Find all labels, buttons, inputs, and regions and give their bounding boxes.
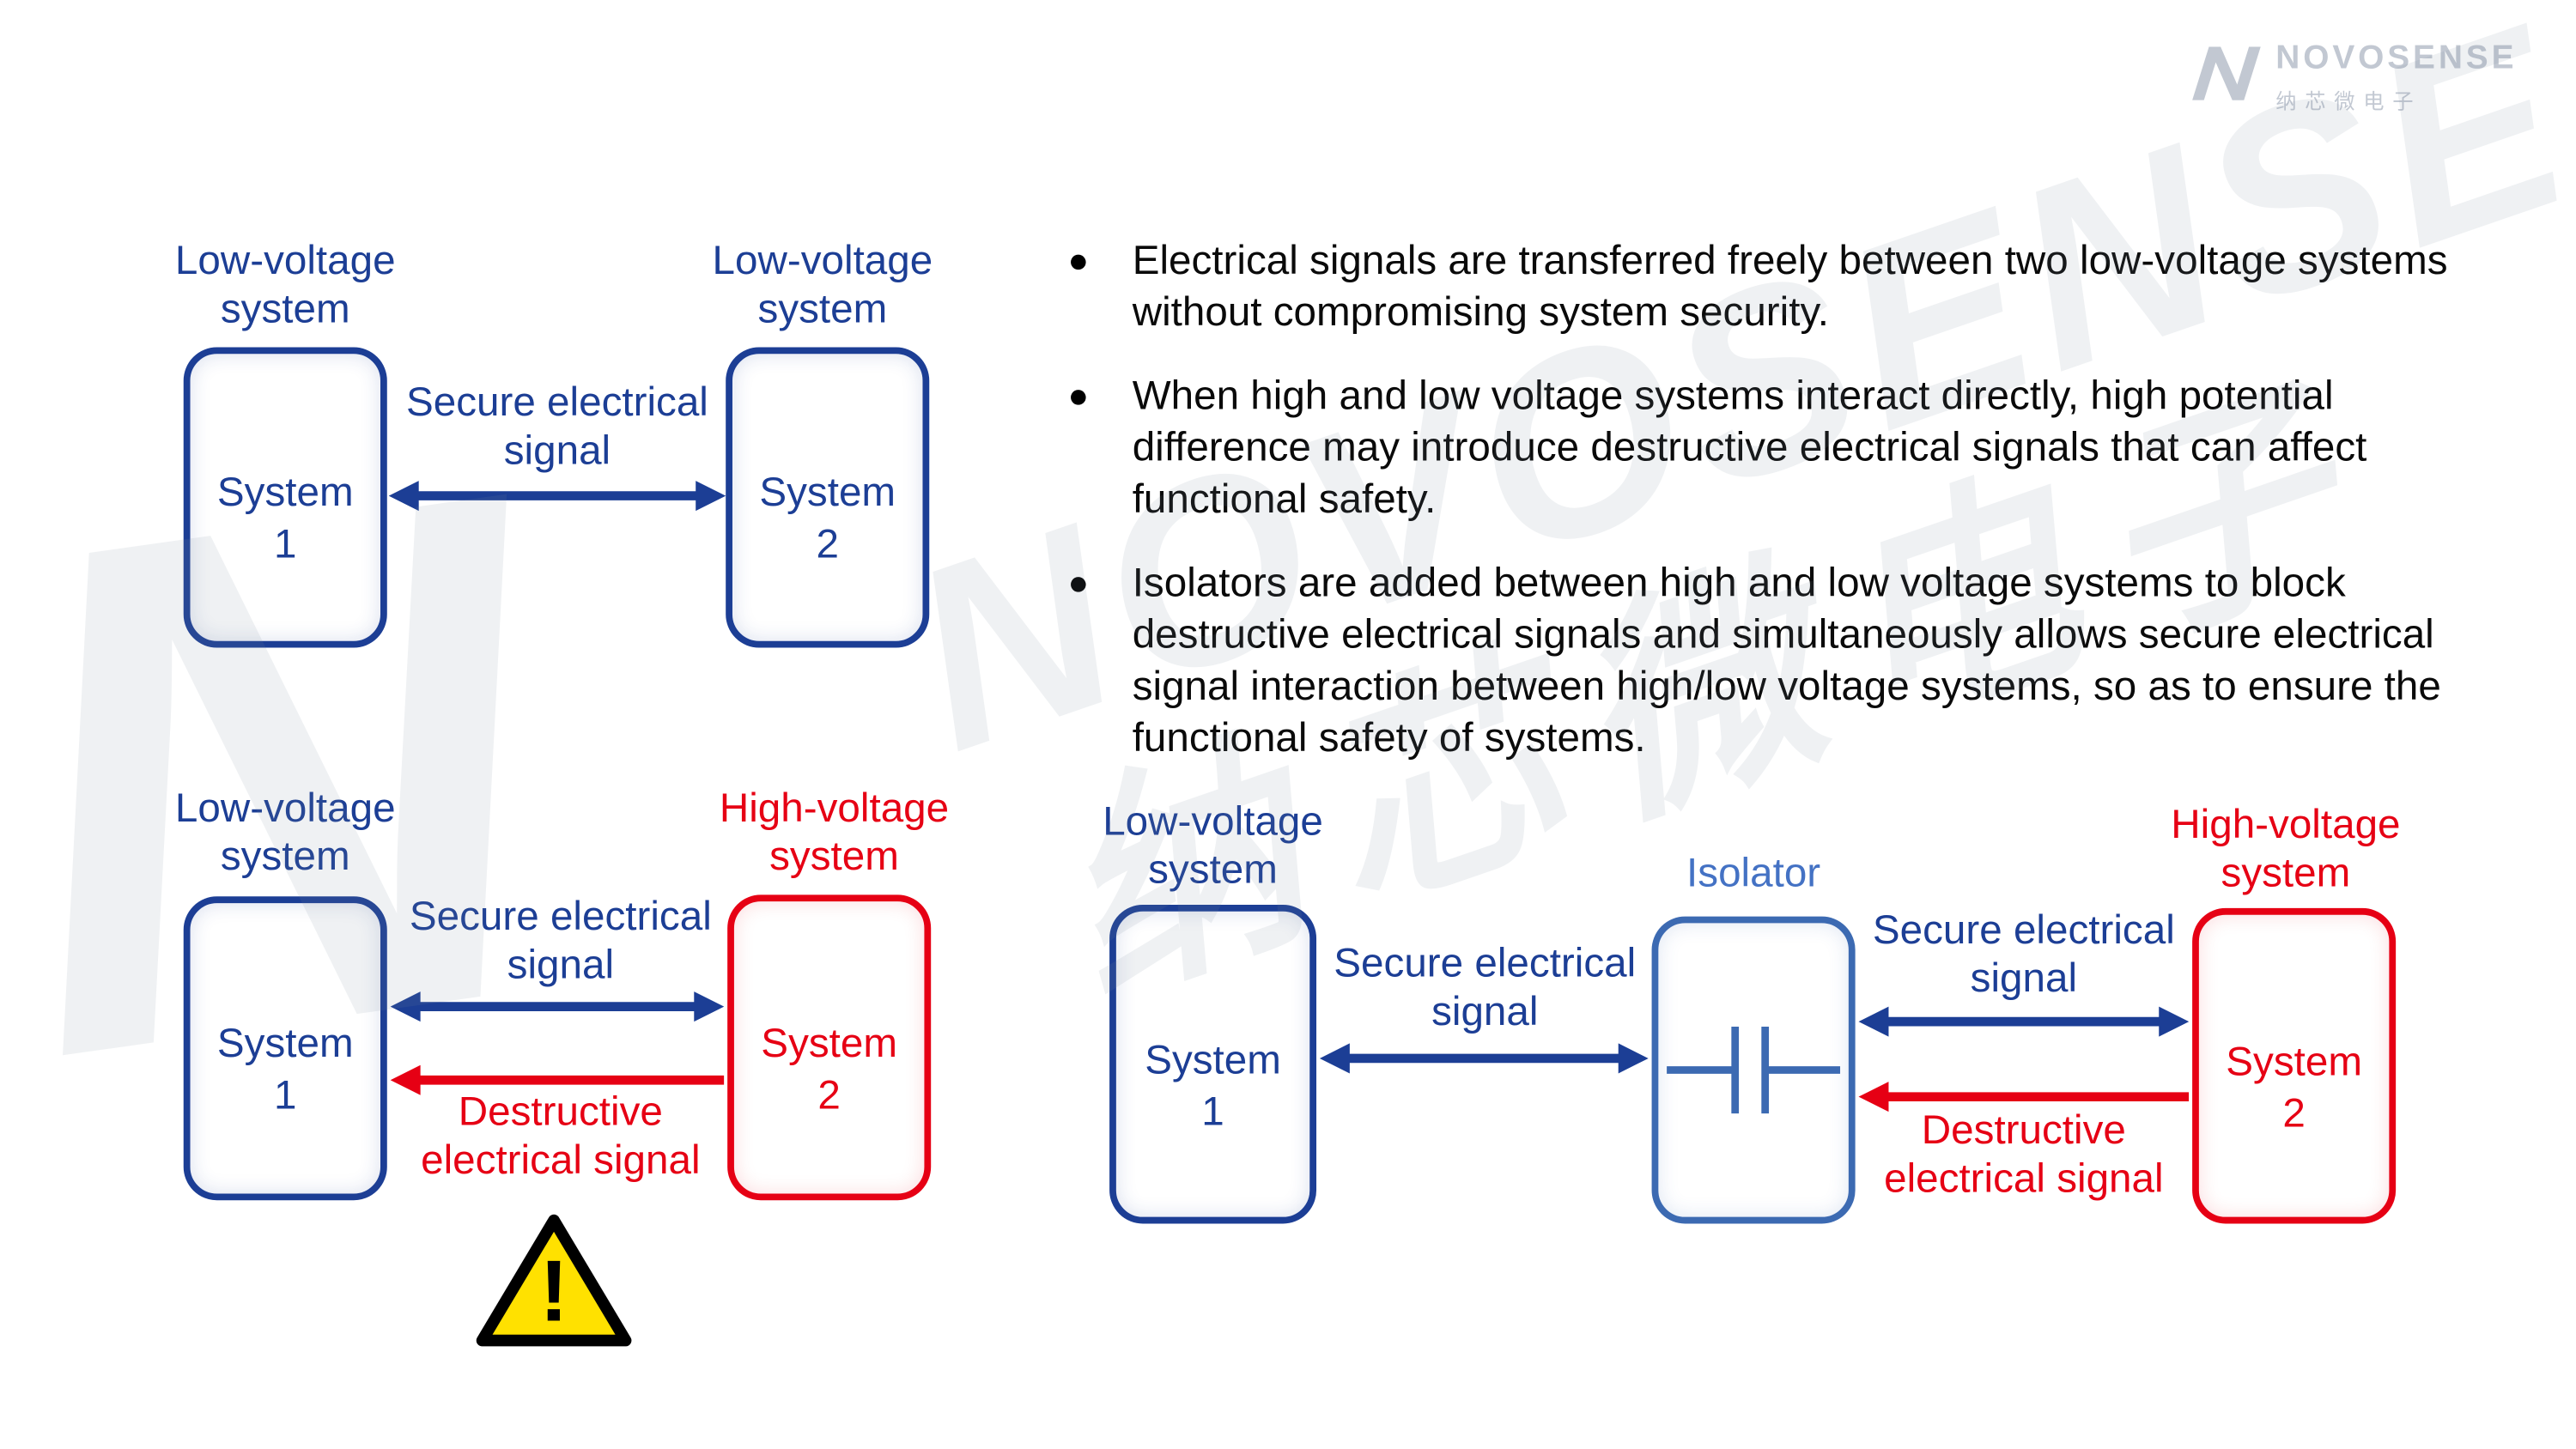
- secure-signal-arrow: [390, 985, 725, 1028]
- bullet-item: When high and low voltage systems intera…: [1068, 371, 2519, 526]
- bullet-text: Isolators are added between high and low…: [1132, 561, 2441, 761]
- system-2-box: System 2: [726, 347, 930, 648]
- novosense-n-icon: [2192, 46, 2261, 100]
- logo-text: NOVOSENSE 纳芯微电子: [2275, 40, 2517, 116]
- system-2-label: System 2: [759, 470, 896, 568]
- system-2-box: System 2: [727, 894, 932, 1201]
- destructive-signal-label: Destructive electrical signal: [1884, 1108, 2164, 1203]
- logo-brand-name: NOVOSENSE: [2275, 39, 2518, 77]
- secure-signal-arrow-left: [1319, 1037, 1649, 1081]
- low-voltage-title: Low-voltage system: [1103, 799, 1323, 894]
- secure-signal-arrow: [388, 474, 726, 518]
- novosense-logo: NOVOSENSE 纳芯微电子: [2189, 40, 2517, 116]
- secure-signal-label-left: Secure electrical signal: [1334, 941, 1637, 1035]
- logo-brand-name-cn: 纳芯微电子: [2275, 90, 2422, 114]
- system-1-label: System 1: [216, 470, 354, 568]
- low-voltage-title-right: Low-voltage system: [712, 239, 933, 332]
- system-2-box: System 2: [2192, 907, 2397, 1224]
- destructive-signal-arrow: [390, 1058, 725, 1102]
- secure-signal-label: Secure electrical signal: [409, 894, 712, 989]
- low-voltage-title-left: Low-voltage system: [174, 239, 396, 332]
- bullet-text: Electrical signals are transferred freel…: [1132, 239, 2448, 336]
- bullet-list: Electrical signals are transferred freel…: [1068, 235, 2519, 796]
- bullet-item: Isolators are added between high and low…: [1068, 558, 2519, 765]
- capacitor-icon: [1667, 1026, 1841, 1114]
- system-1-label: System 1: [1145, 1037, 1281, 1135]
- system-2-label: System 2: [2226, 1039, 2362, 1137]
- secure-signal-label-right: Secure electrical signal: [1872, 907, 2175, 1002]
- destructive-signal-label: Destructive electrical signal: [421, 1089, 701, 1184]
- high-voltage-title: High-voltage system: [719, 785, 950, 880]
- secure-signal-arrow-right: [1858, 1000, 2190, 1044]
- bullet-item: Electrical signals are transferred freel…: [1068, 235, 2519, 339]
- high-voltage-title: High-voltage system: [2171, 803, 2401, 897]
- isolator-title: Isolator: [1686, 851, 1821, 897]
- secure-signal-label: Secure electrical signal: [405, 380, 708, 475]
- destructive-signal-arrow: [1858, 1075, 2190, 1119]
- low-voltage-title: Low-voltage system: [174, 785, 396, 880]
- system-1-box: System 1: [183, 347, 387, 648]
- warning-exclamation: !: [539, 1243, 568, 1341]
- system-1-box: System 1: [183, 896, 387, 1201]
- warning-icon: !: [474, 1209, 635, 1352]
- bullet-text: When high and low voltage systems intera…: [1132, 373, 2367, 523]
- isolator-box: [1651, 916, 1856, 1224]
- system-2-label: System 2: [761, 1021, 898, 1118]
- system-1-box: System 1: [1109, 905, 1317, 1224]
- system-1-label: System 1: [216, 1022, 354, 1119]
